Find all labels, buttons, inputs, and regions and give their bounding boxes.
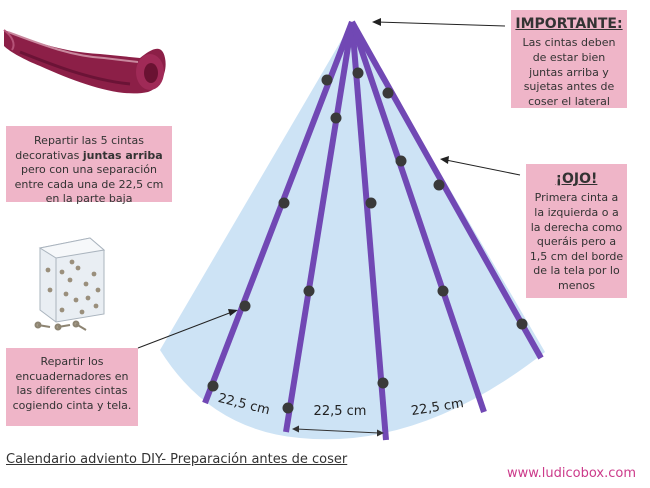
fastener-dot — [516, 318, 528, 330]
fastener-dot — [377, 377, 389, 389]
important-note: IMPORTANTE: Las cintas deben de estar bi… — [511, 10, 627, 108]
fastener-dot — [437, 285, 449, 297]
ojo-text: Primera cinta a la izquierda o a la dere… — [529, 191, 624, 292]
fastener-dot — [282, 402, 294, 414]
ribbon-4 — [349, 21, 487, 413]
ribbons — [202, 20, 544, 441]
pointer-arrows — [137, 18, 521, 349]
arrow-to-fastener — [137, 311, 233, 349]
website-link[interactable]: www.ludicobox.com — [506, 466, 636, 481]
fasteners — [207, 67, 528, 414]
fabric-cone — [160, 22, 545, 440]
fastener-box-image — [34, 237, 106, 331]
fastener-dot — [365, 197, 377, 209]
fasteners-note: Repartir los encuadernadores en las dife… — [6, 348, 138, 426]
arrow-to-top — [377, 21, 506, 27]
fastener-dot — [239, 300, 251, 312]
measurement-label-center: 22,5 cm — [314, 404, 367, 419]
fastener-dot — [382, 87, 394, 99]
ojo-note: ¡OJO! Primera cinta a la izquierda o a l… — [526, 164, 627, 298]
ojo-heading: ¡OJO! — [555, 171, 598, 187]
important-text: Las cintas deben de estar bien juntas ar… — [522, 36, 616, 108]
ribbons-text-before: Repartir las 5 cintas decorativas — [15, 134, 144, 162]
spacing-arrow — [292, 425, 384, 437]
ribbon-2 — [283, 21, 355, 433]
fastener-dot — [330, 112, 342, 124]
ribbon-roll-image — [3, 29, 166, 94]
ribbons-note: Repartir las 5 cintas decorativas juntas… — [6, 126, 172, 206]
ribbon-3 — [349, 21, 389, 441]
fastener-dot — [278, 197, 290, 209]
caption: Calendario adviento DIY- Preparación ant… — [6, 452, 348, 467]
ribbons-text-bold: juntas arriba — [82, 148, 163, 162]
ribbon-5 — [349, 20, 544, 360]
important-heading: IMPORTANTE: — [515, 16, 623, 32]
ribbons-text-after: pero con una separación entre cada una d… — [14, 163, 164, 206]
fastener-dot — [321, 74, 333, 86]
fasteners-text: Repartir los encuadernadores en las dife… — [12, 355, 132, 412]
arrow-to-ribbon-edge — [445, 159, 521, 176]
fastener-dot — [207, 380, 219, 392]
fastener-dot — [352, 67, 364, 79]
fastener-dot — [433, 179, 445, 191]
ribbon-1 — [202, 20, 355, 405]
fastener-dot — [395, 155, 407, 167]
fastener-dot — [303, 285, 315, 297]
